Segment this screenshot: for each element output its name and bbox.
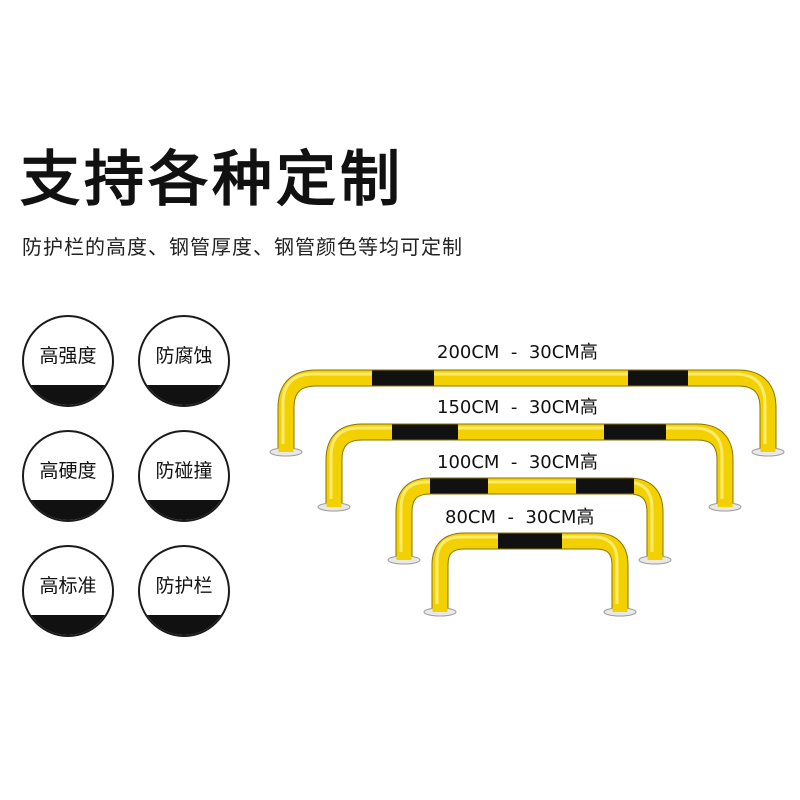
feature-badge-high-standard: 高标准	[22, 545, 114, 637]
rail-black-stripe	[392, 424, 458, 440]
feature-label: 防腐蚀	[155, 345, 213, 367]
feature-badge-anticollision: 防碰撞	[138, 430, 230, 522]
guardrail-100cm	[387, 477, 672, 565]
badge-shadow	[24, 500, 112, 520]
page-subtitle: 防护栏的高度、钢管厚度、钢管颜色等均可定制	[22, 235, 463, 259]
feature-label: 高硬度	[39, 460, 97, 482]
rail-black-stripe	[498, 533, 562, 549]
rail-tube	[278, 370, 776, 450]
feature-badge-high-strength: 高强度	[22, 315, 114, 407]
rail-foot	[326, 499, 342, 507]
feature-badge-high-hardness: 高硬度	[22, 430, 114, 522]
rail-tube	[432, 533, 628, 610]
rail-foot	[612, 604, 628, 612]
badge-shadow	[140, 385, 228, 405]
feature-label: 高强度	[39, 345, 97, 367]
badge-shadow	[140, 615, 228, 635]
guardrail-150cm	[317, 423, 742, 512]
rail-black-stripe	[576, 478, 634, 494]
rail-foot	[278, 444, 294, 452]
page-title: 支持各种定制	[20, 145, 404, 215]
rail-foot	[760, 444, 776, 452]
feature-label: 防碰撞	[155, 460, 213, 482]
rail-black-stripe	[430, 478, 488, 494]
guardrail-200cm	[269, 369, 785, 457]
rail-tube-outline	[431, 532, 629, 610]
size-label-80cm: 80CM - 30CM高	[445, 507, 595, 528]
rail-highlight	[281, 372, 767, 446]
rail-foot	[647, 552, 663, 560]
rail-foot	[432, 604, 448, 612]
rail-tube	[396, 478, 663, 558]
feature-label: 防护栏	[155, 575, 213, 597]
rail-black-stripe	[604, 424, 666, 440]
rail-black-stripe	[372, 370, 434, 386]
rail-black-stripe	[628, 370, 688, 386]
rail-foot	[717, 499, 733, 507]
feature-badge-anticorrosion: 防腐蚀	[138, 315, 230, 407]
rail-highlight	[399, 480, 654, 554]
size-label-100cm: 100CM - 30CM高	[437, 452, 598, 473]
badge-shadow	[24, 615, 112, 635]
size-label-150cm: 150CM - 30CM高	[437, 397, 598, 418]
guardrail-80cm	[423, 532, 637, 617]
feature-badge-guardrail: 防护栏	[138, 545, 230, 637]
feature-label: 高标准	[39, 575, 97, 597]
rail-foot	[396, 552, 412, 560]
badge-shadow	[24, 385, 112, 405]
rail-tube	[326, 424, 733, 505]
size-label-200cm: 200CM - 30CM高	[437, 342, 598, 363]
rail-highlight	[329, 426, 724, 501]
badge-shadow	[140, 500, 228, 520]
